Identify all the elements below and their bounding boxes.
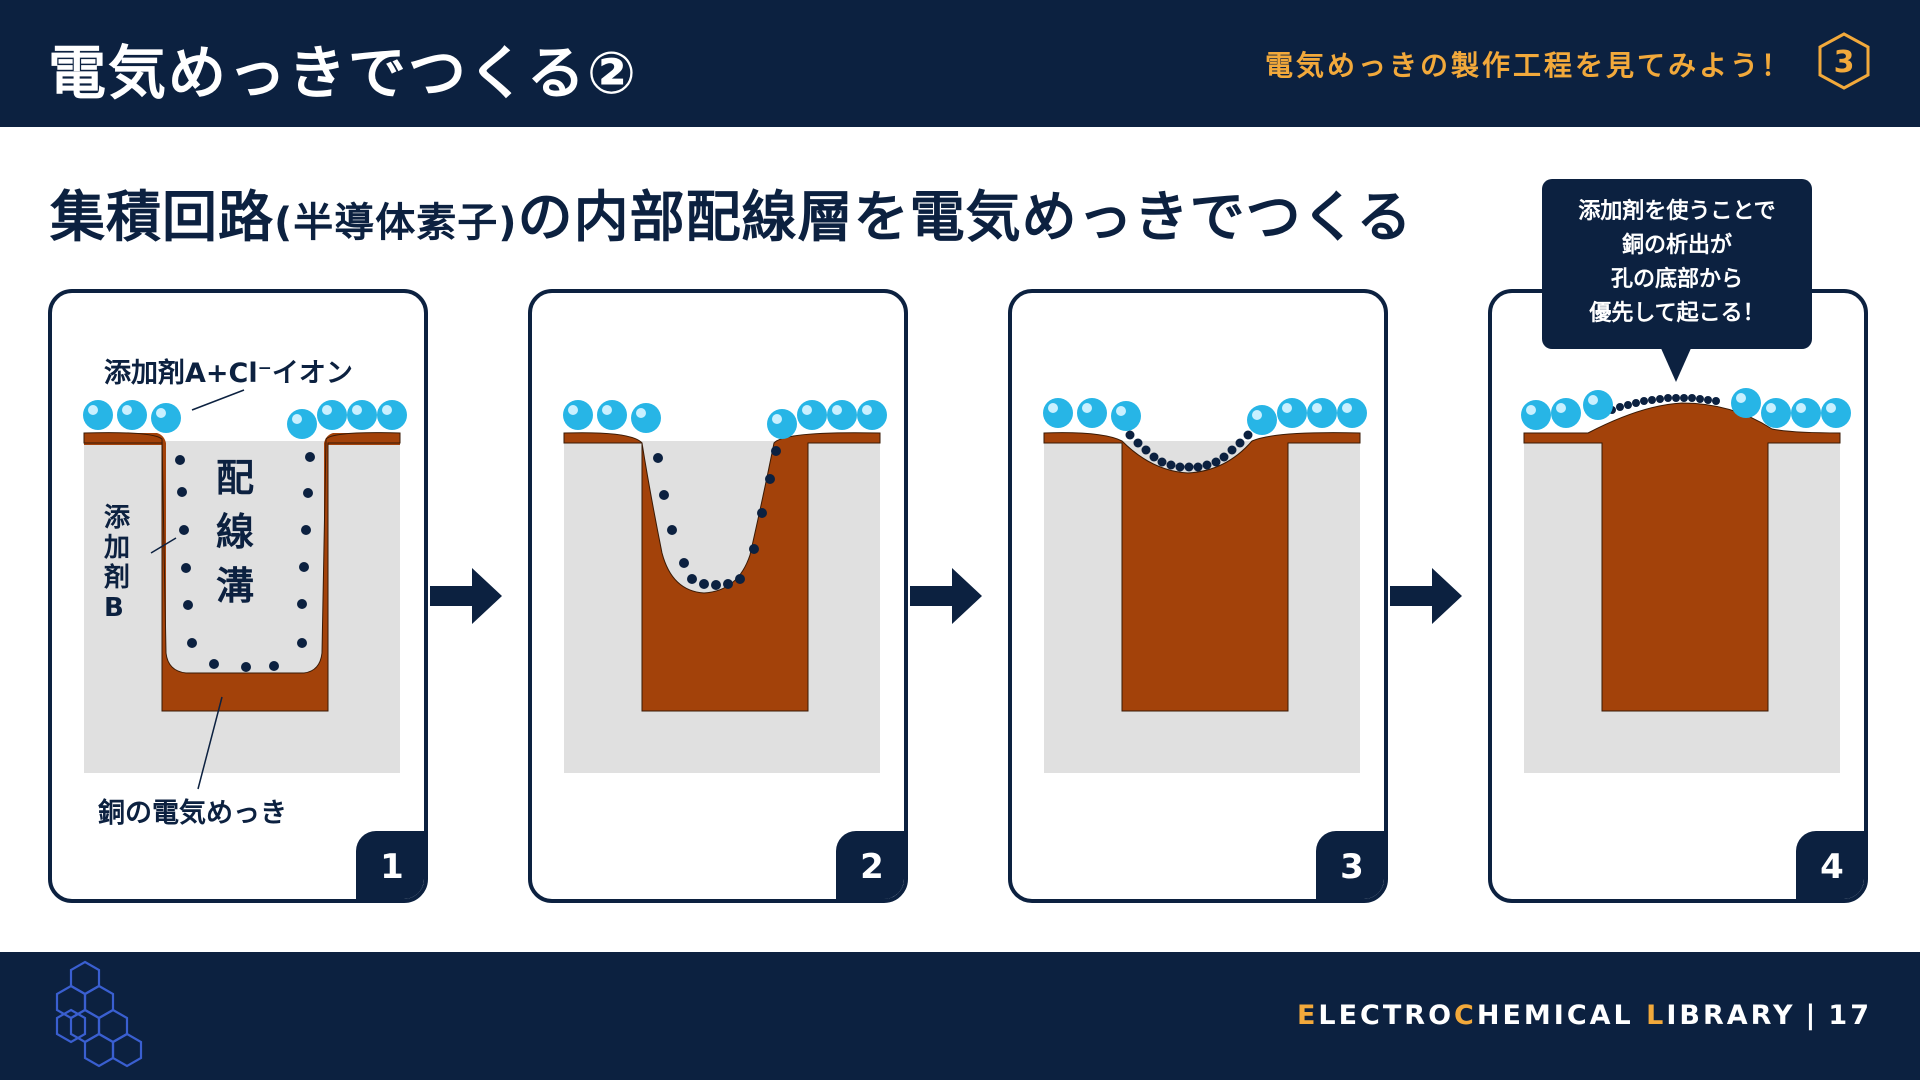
additive-a-ions <box>83 400 407 439</box>
heading-part1: 集積回路 <box>50 185 275 249</box>
main-heading: 集積回路(半導体素子)の内部配線層を電気めっきでつくる <box>50 172 1412 252</box>
additive-b-dots <box>653 446 781 590</box>
step-number-3: 3 <box>1316 831 1384 899</box>
next-arrow-icon <box>1390 568 1462 624</box>
brand-part-b: HEMICAL <box>1476 1000 1647 1031</box>
step-number-1: 1 <box>356 831 424 899</box>
additive-a-ions <box>1043 398 1367 435</box>
page-number: 17 <box>1828 1000 1872 1031</box>
footer-bar <box>0 952 1920 1080</box>
header-subtitle: 電気めっきの製作工程を見てみよう！ <box>1264 49 1792 82</box>
additive-a-ions <box>563 400 887 439</box>
label-additive-a: 添加剤A+Cl⁻イオン <box>104 358 353 389</box>
brand-letter-c: C <box>1454 1000 1477 1031</box>
step-panel-3: 3 <box>1008 289 1388 903</box>
step-panel-4: 4 <box>1488 289 1868 903</box>
additive-b-dots <box>175 452 315 672</box>
label-copper-plating: 銅の電気めっき <box>98 798 287 829</box>
copper-layer <box>1043 432 1361 712</box>
additive-a-ions <box>1521 388 1851 430</box>
substrate <box>84 441 400 773</box>
brand-part-c: IBRARY <box>1666 1000 1796 1031</box>
next-arrow-icon <box>430 568 502 624</box>
brand-letter-l: L <box>1646 1000 1667 1031</box>
header-bar <box>0 0 1920 127</box>
trench-diagram-3 <box>1043 398 1367 773</box>
page-title: 電気めっきでつくる② <box>48 39 638 107</box>
trench-diagram-1 <box>83 389 407 790</box>
heading-paren: (半導体素子) <box>274 200 518 246</box>
footer-brand: ELECTROCHEMICAL LIBRARY | 17 <box>1297 1000 1872 1031</box>
step-panel-2: 2 <box>528 289 908 903</box>
label-additive-b: 添加剤B <box>104 503 131 623</box>
next-arrow-icon <box>910 568 982 624</box>
callout-tail <box>1660 346 1692 382</box>
step-number-2: 2 <box>836 831 904 899</box>
callout-line-3: 孔の底部から <box>1610 267 1743 292</box>
copper-layer <box>83 432 401 712</box>
leader-line-b <box>150 537 177 554</box>
callout-line-4: 優先して起こる！ <box>1589 301 1765 326</box>
footer-divider: | <box>1805 1000 1819 1031</box>
heading-part2: の内部配線層を電気めっきでつくる <box>517 185 1413 249</box>
brand-letter-e: E <box>1296 1000 1319 1031</box>
hexagon-logo-icon <box>55 960 143 1068</box>
leader-line-a <box>191 389 245 411</box>
section-number: 3 <box>1834 45 1855 80</box>
step-panel-1: 添加剤A+Cl⁻イオン 配線溝 添加剤B 銅の電気めっき 1 <box>48 289 428 903</box>
trench-diagram-2 <box>563 400 887 773</box>
step-number-4: 4 <box>1796 831 1864 899</box>
additive-b-dots <box>1125 430 1253 472</box>
callout-line-2: 銅の析出が <box>1621 233 1732 258</box>
section-hex-icon: 3 <box>1818 32 1870 90</box>
callout-line-1: 添加剤を使うことで <box>1578 199 1776 224</box>
copper-layer <box>563 432 881 712</box>
callout-bubble: 添加剤を使うことで 銅の析出が 孔の底部から 優先して起こる！ <box>1542 179 1812 349</box>
brand-part-a: LECTRO <box>1318 1000 1455 1031</box>
trench-diagram-4 <box>1521 388 1851 773</box>
label-trench: 配線溝 <box>216 456 255 608</box>
leader-line-copper <box>197 696 223 790</box>
